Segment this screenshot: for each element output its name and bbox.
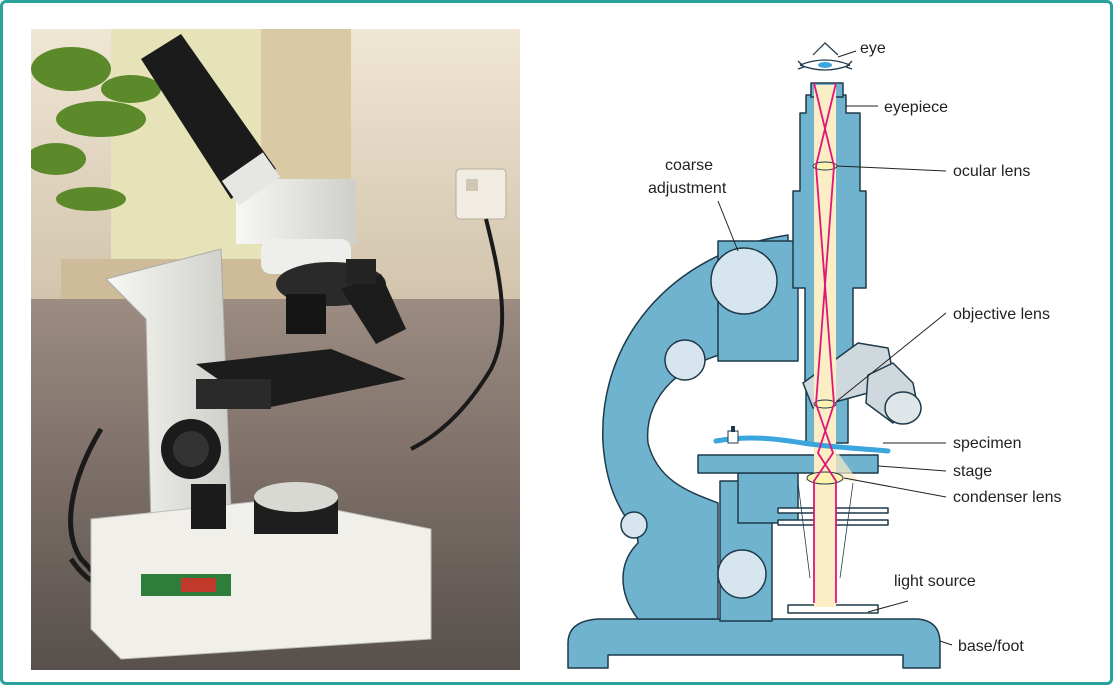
label-specimen: specimen — [953, 435, 1021, 452]
label-base-foot: base/foot — [958, 638, 1024, 655]
label-coarse-adjustment-2: adjustment — [648, 180, 727, 197]
label-light-source: light source — [894, 573, 976, 590]
stage-shape — [698, 455, 878, 473]
microscope-diagram: eye eyepiece coarse adjustment ocular le… — [548, 23, 1108, 678]
coarse-adjustment-knob — [711, 248, 777, 314]
specimen-slide — [716, 438, 888, 451]
microscope-photo — [31, 29, 520, 670]
label-objective-lens: objective lens — [953, 306, 1050, 323]
label-condenser-lens: condenser lens — [953, 489, 1062, 506]
label-eye: eye — [860, 40, 886, 57]
fine-adjustment-knob — [665, 340, 705, 380]
label-eyepiece: eyepiece — [884, 99, 948, 116]
base-foot-shape — [568, 619, 940, 668]
photo-outlet — [456, 169, 506, 219]
label-stage: stage — [953, 463, 992, 480]
label-ocular-lens: ocular lens — [953, 163, 1030, 180]
label-coarse-adjustment-1: coarse — [665, 157, 713, 174]
condenser-lens-shape — [807, 472, 843, 484]
